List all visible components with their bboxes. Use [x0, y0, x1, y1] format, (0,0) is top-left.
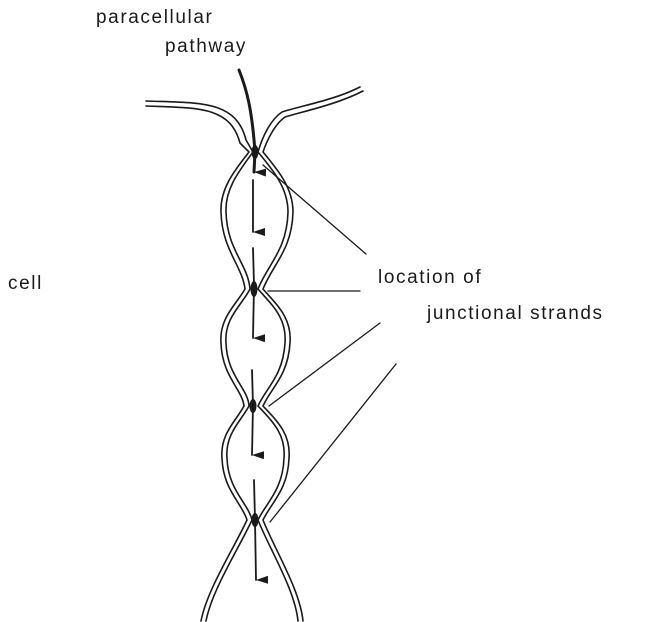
- leader-line-4: [270, 364, 396, 522]
- cell-label: cell: [8, 274, 43, 293]
- pathway-arrow-4: [252, 370, 253, 455]
- left-membrane-outer: [146, 101, 253, 621]
- pathway-label-line2: pathway: [165, 37, 247, 56]
- right-membrane-outer: [258, 87, 360, 621]
- right-membrane-inner: [263, 91, 363, 621]
- pathway-arrow-3: [253, 248, 254, 338]
- pathway-arrow-5: [254, 480, 256, 580]
- junctional-strands-label-line2: junctional strands: [427, 304, 604, 323]
- pathway-label-line1: paracellular: [96, 8, 213, 27]
- leader-line-1: [263, 165, 366, 254]
- left-membrane-inner: [146, 106, 249, 621]
- junctional-strands-label-line1: location of: [378, 268, 482, 287]
